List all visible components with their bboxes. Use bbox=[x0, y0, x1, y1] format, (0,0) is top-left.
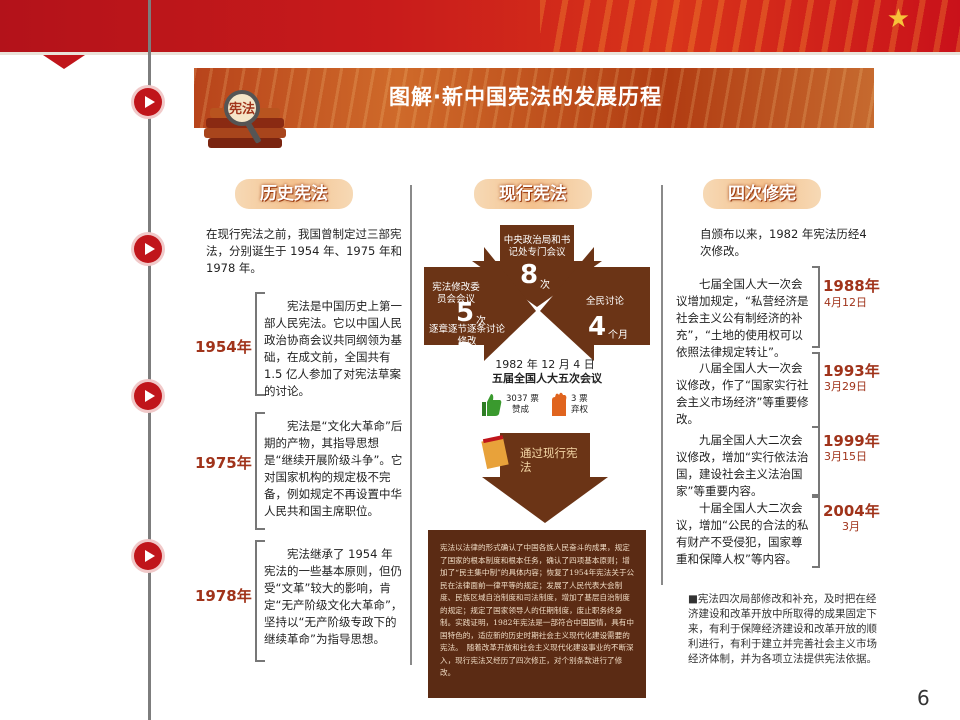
year-label: 1978年 bbox=[195, 587, 252, 605]
top-arrow-number: 8 bbox=[520, 260, 539, 290]
left-arrow-unit-1: 次 bbox=[476, 316, 486, 327]
votes-abstain-label: 弃权 bbox=[571, 405, 589, 415]
passed-arrow bbox=[481, 433, 608, 523]
amendment-date: 3月29日 bbox=[824, 380, 867, 393]
adoption-date: 1982 年 12 月 4 日 bbox=[495, 358, 595, 371]
left-arrow-number-2: 3 bbox=[456, 338, 475, 368]
play-icon[interactable] bbox=[134, 235, 162, 263]
history-entry-text: 宪法是“文化大革命”后期的产物，其指导思想是“继续开展阶级斗争”。它对国家机构的… bbox=[264, 419, 403, 518]
votes-abstain-count: 3 票 bbox=[571, 394, 588, 404]
star-icon: ★ bbox=[886, 4, 910, 34]
amendments-summary: ■宪法四次局部修改和补充，及时把在经济建设和改革开放中所取得的成果固定下来，有利… bbox=[688, 593, 877, 665]
page-number: 6 bbox=[917, 686, 930, 710]
history-entry-text: 宪法是中国历史上第一部人民宪法。它以中国人民政治协商会议共同纲领为基础，在成文前… bbox=[264, 299, 402, 398]
left-arrow-number-1: 5 bbox=[456, 298, 475, 328]
right-arrow-unit: 个月 bbox=[608, 330, 628, 341]
amendment-text: 七届全国人大一次会议增加规定，“私营经济是社会主义公有制经济的补充”，“土地的使… bbox=[676, 277, 809, 359]
book-logo-text: 宪法 bbox=[229, 101, 255, 117]
amendment-text: 十届全国人大二次会议，增加“公民的合法的私有财产不受侵犯，国家尊重和保障人权”等… bbox=[676, 501, 809, 566]
bracket bbox=[812, 494, 820, 568]
left-arrow-label-2: 逐章逐节逐条讨论修改 bbox=[428, 324, 505, 347]
banner-notch bbox=[43, 55, 85, 69]
passed-label: 通过现行宪法 bbox=[520, 446, 578, 474]
thumbs-up-icon bbox=[482, 394, 502, 416]
column-divider bbox=[410, 185, 412, 665]
process-arrows-diagram bbox=[424, 225, 650, 361]
section-heading-current: 现行宪法 bbox=[474, 179, 592, 209]
amendment-year: 1993年 bbox=[823, 362, 880, 380]
bracket bbox=[812, 352, 820, 428]
bracket bbox=[255, 540, 265, 662]
year-label: 1975年 bbox=[195, 454, 252, 472]
votes-for-label: 赞成 bbox=[512, 405, 530, 415]
top-banner: ★ bbox=[0, 0, 960, 52]
explanation-box: 宪法以法律的形式确认了中国各族人民奋斗的成果，规定了国家的根本制度和根本任务，确… bbox=[428, 530, 646, 698]
left-arrow bbox=[424, 247, 536, 361]
timeline-line bbox=[148, 0, 151, 720]
left-arrow-unit-2: 次 bbox=[474, 354, 484, 365]
adoption-meeting: 五届全国人大五次会议 bbox=[492, 372, 602, 385]
left-arrow-label-1: 宪法修改委员会会议 bbox=[432, 282, 480, 305]
bracket bbox=[812, 426, 820, 498]
page-title: 图解·新中国宪法的发展历程 bbox=[389, 85, 662, 109]
amendments-intro: 自颁布以来，1982 年宪法历经4次修改。 bbox=[700, 227, 867, 258]
year-label: 1954年 bbox=[195, 338, 252, 356]
votes-for-count: 3037 票 bbox=[506, 394, 539, 404]
history-entry-text: 宪法继承了 1954 年宪法的一些基本原则，但仍受“文革”较大的影响，肯定“无产… bbox=[264, 547, 403, 646]
amendment-date: 3月15日 bbox=[824, 450, 867, 463]
column-divider bbox=[661, 185, 663, 585]
amendment-year: 2004年 bbox=[823, 502, 880, 520]
book-magnifier-icon: 宪法 bbox=[204, 90, 286, 148]
amendment-text: 九届全国人大二次会议修改，增加“实行依法治国，建设社会主义法治国家”等重要内容。 bbox=[676, 433, 809, 498]
abstain-hand-icon bbox=[552, 392, 567, 416]
right-arrow-label: 全民讨论 bbox=[585, 296, 624, 307]
header-band: 图解·新中国宪法的发展历程 bbox=[194, 68, 874, 128]
bracket bbox=[255, 292, 265, 396]
section-heading-amendments: 四次修宪 bbox=[703, 179, 821, 209]
bracket bbox=[812, 266, 820, 348]
top-arrow-unit: 次 bbox=[540, 280, 550, 291]
right-arrow-number: 4 bbox=[588, 312, 607, 342]
top-arrow bbox=[472, 225, 602, 307]
amendment-text: 八届全国人大一次会议修改，作了“国家实行社会主义市场经济”等重要修改。 bbox=[676, 361, 809, 426]
amendment-year: 1999年 bbox=[823, 432, 880, 450]
bracket bbox=[255, 412, 265, 530]
history-intro: 在现行宪法之前，我国曾制定过三部宪法，分别诞生于 1954 年、1975 年和1… bbox=[206, 227, 402, 275]
amendment-date: 3月 bbox=[842, 520, 860, 533]
play-icon[interactable] bbox=[134, 382, 162, 410]
top-arrow-label: 中央政治局和书记处专门会议 bbox=[503, 235, 571, 258]
explanation-text: 宪法以法律的形式确认了中国各族人民奋斗的成果，规定了国家的根本制度和根本任务，确… bbox=[440, 543, 635, 677]
section-heading-history: 历史宪法 bbox=[235, 179, 353, 209]
banner-strip bbox=[0, 52, 960, 55]
amendment-date: 4月12日 bbox=[824, 296, 867, 309]
amendment-year: 1988年 bbox=[823, 277, 880, 295]
play-icon[interactable] bbox=[134, 88, 162, 116]
play-icon[interactable] bbox=[134, 542, 162, 570]
right-arrow bbox=[540, 247, 650, 361]
